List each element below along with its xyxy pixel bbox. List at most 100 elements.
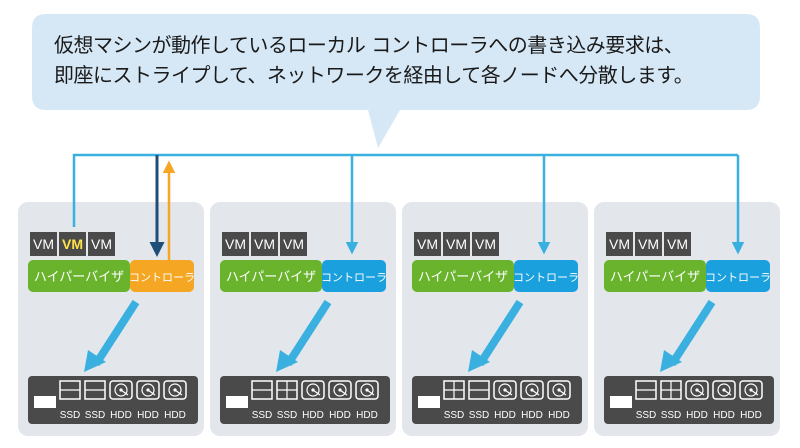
- controller-box: [706, 260, 770, 292]
- storage-arrow-head: [84, 350, 106, 372]
- hdd-icon-arm: [174, 389, 183, 396]
- storage-arrow-shaft: [668, 299, 716, 367]
- vm-box: [664, 232, 691, 256]
- hdd-icon-arm: [339, 389, 348, 396]
- vm-box: [222, 232, 249, 256]
- vm-box: [30, 232, 57, 256]
- controller-label: コントローラ: [513, 271, 579, 284]
- vm-label: VM: [475, 236, 496, 252]
- hdd-icon-arm: [504, 389, 513, 396]
- vm-label: VM: [62, 236, 83, 252]
- hdd-label: HDD: [740, 410, 762, 421]
- storage-slot: [226, 396, 248, 408]
- controller-label: コントローラ: [129, 271, 195, 284]
- vm-box: [59, 232, 86, 256]
- hdd-icon: [355, 380, 379, 400]
- hdd-icon: [547, 380, 571, 400]
- hdd-label: HDD: [329, 410, 351, 421]
- hdd-icon: [739, 380, 763, 400]
- vm-box: [472, 232, 499, 256]
- hdd-icon-arm: [696, 389, 705, 396]
- hdd-label: HDD: [302, 410, 324, 421]
- hypervisor-box: [28, 260, 130, 292]
- storage-slot: [418, 396, 440, 408]
- hdd-label: HDD: [110, 410, 132, 421]
- ssd-label: SSD: [661, 410, 682, 421]
- hypervisor-label: ハイパーバイザ: [34, 270, 124, 285]
- hdd-label: HDD: [713, 410, 735, 421]
- vm-label: VM: [225, 236, 246, 252]
- vm-label: VM: [33, 236, 54, 252]
- hdd-icon-platter: [552, 383, 566, 397]
- hdd-icon-platter: [498, 383, 512, 397]
- callout-line-2: 即座にストライプして、ネットワークを経由して各ノードへ分散します。: [54, 63, 694, 87]
- vm-label: VM: [609, 236, 630, 252]
- hdd-icon-platter: [525, 383, 539, 397]
- hdd-icon-platter: [333, 383, 347, 397]
- callout-line-1: 仮想マシンが動作しているローカル コントローラへの書き込み要求は、: [54, 33, 684, 57]
- hdd-icon-platter: [360, 383, 374, 397]
- storage-arrow-head: [468, 350, 490, 372]
- vm-label: VM: [638, 236, 659, 252]
- storage-slot: [34, 396, 56, 408]
- hdd-icon-arm: [120, 389, 129, 396]
- hdd-icon-arm: [723, 389, 732, 396]
- storage-bar: [604, 376, 774, 424]
- vm-label: VM: [667, 236, 688, 252]
- hdd-icon-platter: [168, 383, 182, 397]
- vm-box: [606, 232, 633, 256]
- hypervisor-box: [220, 260, 322, 292]
- hdd-icon: [301, 380, 325, 400]
- hdd-icon: [163, 380, 187, 400]
- controller-label: コントローラ: [705, 271, 771, 284]
- hdd-icon: [685, 380, 709, 400]
- vm-label: VM: [417, 236, 438, 252]
- vm-box: [443, 232, 470, 256]
- hdd-label: HDD: [164, 410, 186, 421]
- hdd-icon: [493, 380, 517, 400]
- hdd-icon-arm: [750, 389, 759, 396]
- hdd-icon-platter: [306, 383, 320, 397]
- vm-box: [88, 232, 115, 256]
- network-bus-line: [72, 153, 738, 227]
- controller-box: [130, 260, 194, 292]
- controller-box: [322, 260, 386, 292]
- storage-bar: [220, 376, 390, 424]
- hdd-label: HDD: [356, 410, 378, 421]
- ssd-label: SSD: [60, 410, 81, 421]
- vm-label: VM: [446, 236, 467, 252]
- hypervisor-label: ハイパーバイザ: [610, 270, 700, 285]
- ssd-label: SSD: [252, 410, 273, 421]
- hdd-icon-platter: [690, 383, 704, 397]
- hypervisor-label: ハイパーバイザ: [418, 270, 508, 285]
- storage-arrow-head: [660, 350, 682, 372]
- hdd-icon-arm: [312, 389, 321, 396]
- vm-box: [635, 232, 662, 256]
- vm-box: [251, 232, 278, 256]
- vm-label: VM: [91, 236, 112, 252]
- ssd-label: SSD: [85, 410, 106, 421]
- storage-arrow-shaft: [284, 299, 332, 367]
- hdd-label: HDD: [137, 410, 159, 421]
- storage-bar: [28, 376, 198, 424]
- vm-label: VM: [254, 236, 275, 252]
- hdd-icon: [109, 380, 133, 400]
- ssd-label: SSD: [444, 410, 465, 421]
- vm-label: VM: [283, 236, 304, 252]
- hdd-icon-platter: [141, 383, 155, 397]
- hdd-icon: [520, 380, 544, 400]
- storage-slot: [610, 396, 632, 408]
- vm-box: [414, 232, 441, 256]
- hdd-icon-platter: [717, 383, 731, 397]
- hypervisor-box: [412, 260, 514, 292]
- storage-arrow-shaft: [476, 299, 524, 367]
- hdd-label: HDD: [494, 410, 516, 421]
- ssd-label: SSD: [636, 410, 657, 421]
- hdd-icon-arm: [147, 389, 156, 396]
- hypervisor-label: ハイパーバイザ: [226, 270, 316, 285]
- controller-label: コントローラ: [321, 271, 387, 284]
